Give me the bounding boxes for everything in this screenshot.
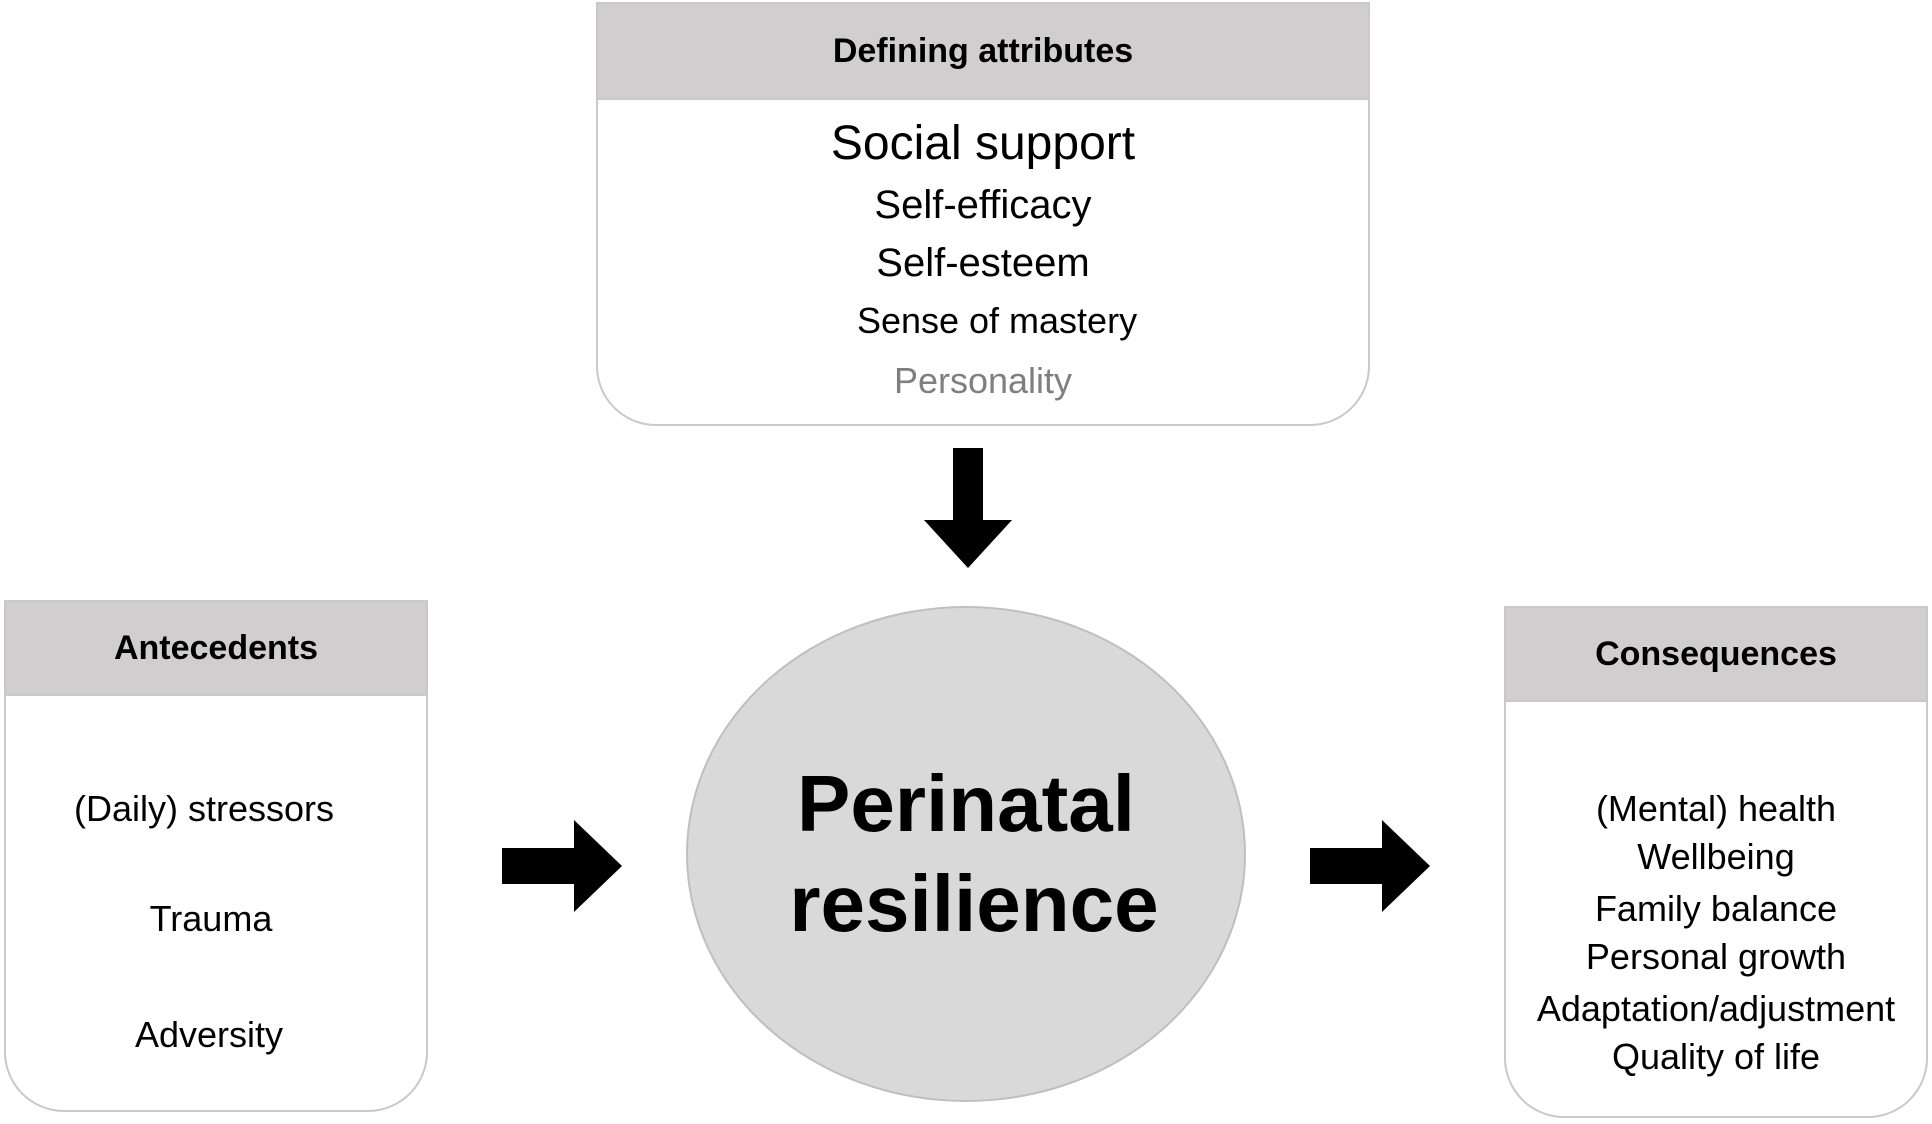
perinatal-resilience-circle: Perinatal resilience	[686, 606, 1246, 1102]
consequences-item-family-balance: Family balance	[1594, 888, 1838, 929]
antecedents-header: Antecedents	[4, 600, 428, 696]
defining-attributes-header: Defining attributes	[596, 2, 1370, 100]
defining-item-social-support: Social support	[830, 117, 1136, 170]
antecedents-item-trauma: Trauma	[149, 898, 273, 939]
defining-item-personality: Personality	[893, 360, 1073, 401]
right-arrow-icon	[502, 820, 622, 912]
defining-item-self-efficacy: Self-efficacy	[874, 183, 1092, 227]
antecedents-item-adversity: Adversity	[134, 1014, 284, 1055]
consequences-item-wellbeing: Wellbeing	[1637, 836, 1795, 877]
consequences-item-adaptation-adjustment: Adaptation/adjustment	[1536, 988, 1896, 1029]
consequences-header: Consequences	[1504, 606, 1928, 702]
center-title-line-2: resilience	[789, 859, 1159, 948]
defining-item-self-esteem: Self-esteem	[876, 241, 1090, 285]
right-arrow-icon	[1310, 820, 1430, 912]
antecedents-box: (Daily) stressors Trauma Adversity	[4, 696, 428, 1112]
consequences-item-personal-growth: Personal growth	[1585, 936, 1847, 977]
antecedents-title: Antecedents	[113, 628, 319, 667]
defining-attributes-title: Defining attributes	[832, 31, 1134, 70]
consequences-title: Consequences	[1595, 634, 1837, 673]
defining-attributes-box: Social support Self-efficacy Self-esteem…	[596, 100, 1370, 426]
down-arrow-icon	[924, 448, 1012, 568]
center-title-line-1: Perinatal	[797, 759, 1135, 848]
defining-item-sense-of-mastery: Sense of mastery	[856, 300, 1138, 341]
consequences-item-mental-health: (Mental) health	[1595, 788, 1837, 829]
antecedents-item-daily-stressors: (Daily) stressors	[73, 788, 334, 829]
consequences-box: (Mental) health Wellbeing Family balance…	[1504, 702, 1928, 1118]
consequences-item-quality-of-life: Quality of life	[1611, 1036, 1821, 1077]
